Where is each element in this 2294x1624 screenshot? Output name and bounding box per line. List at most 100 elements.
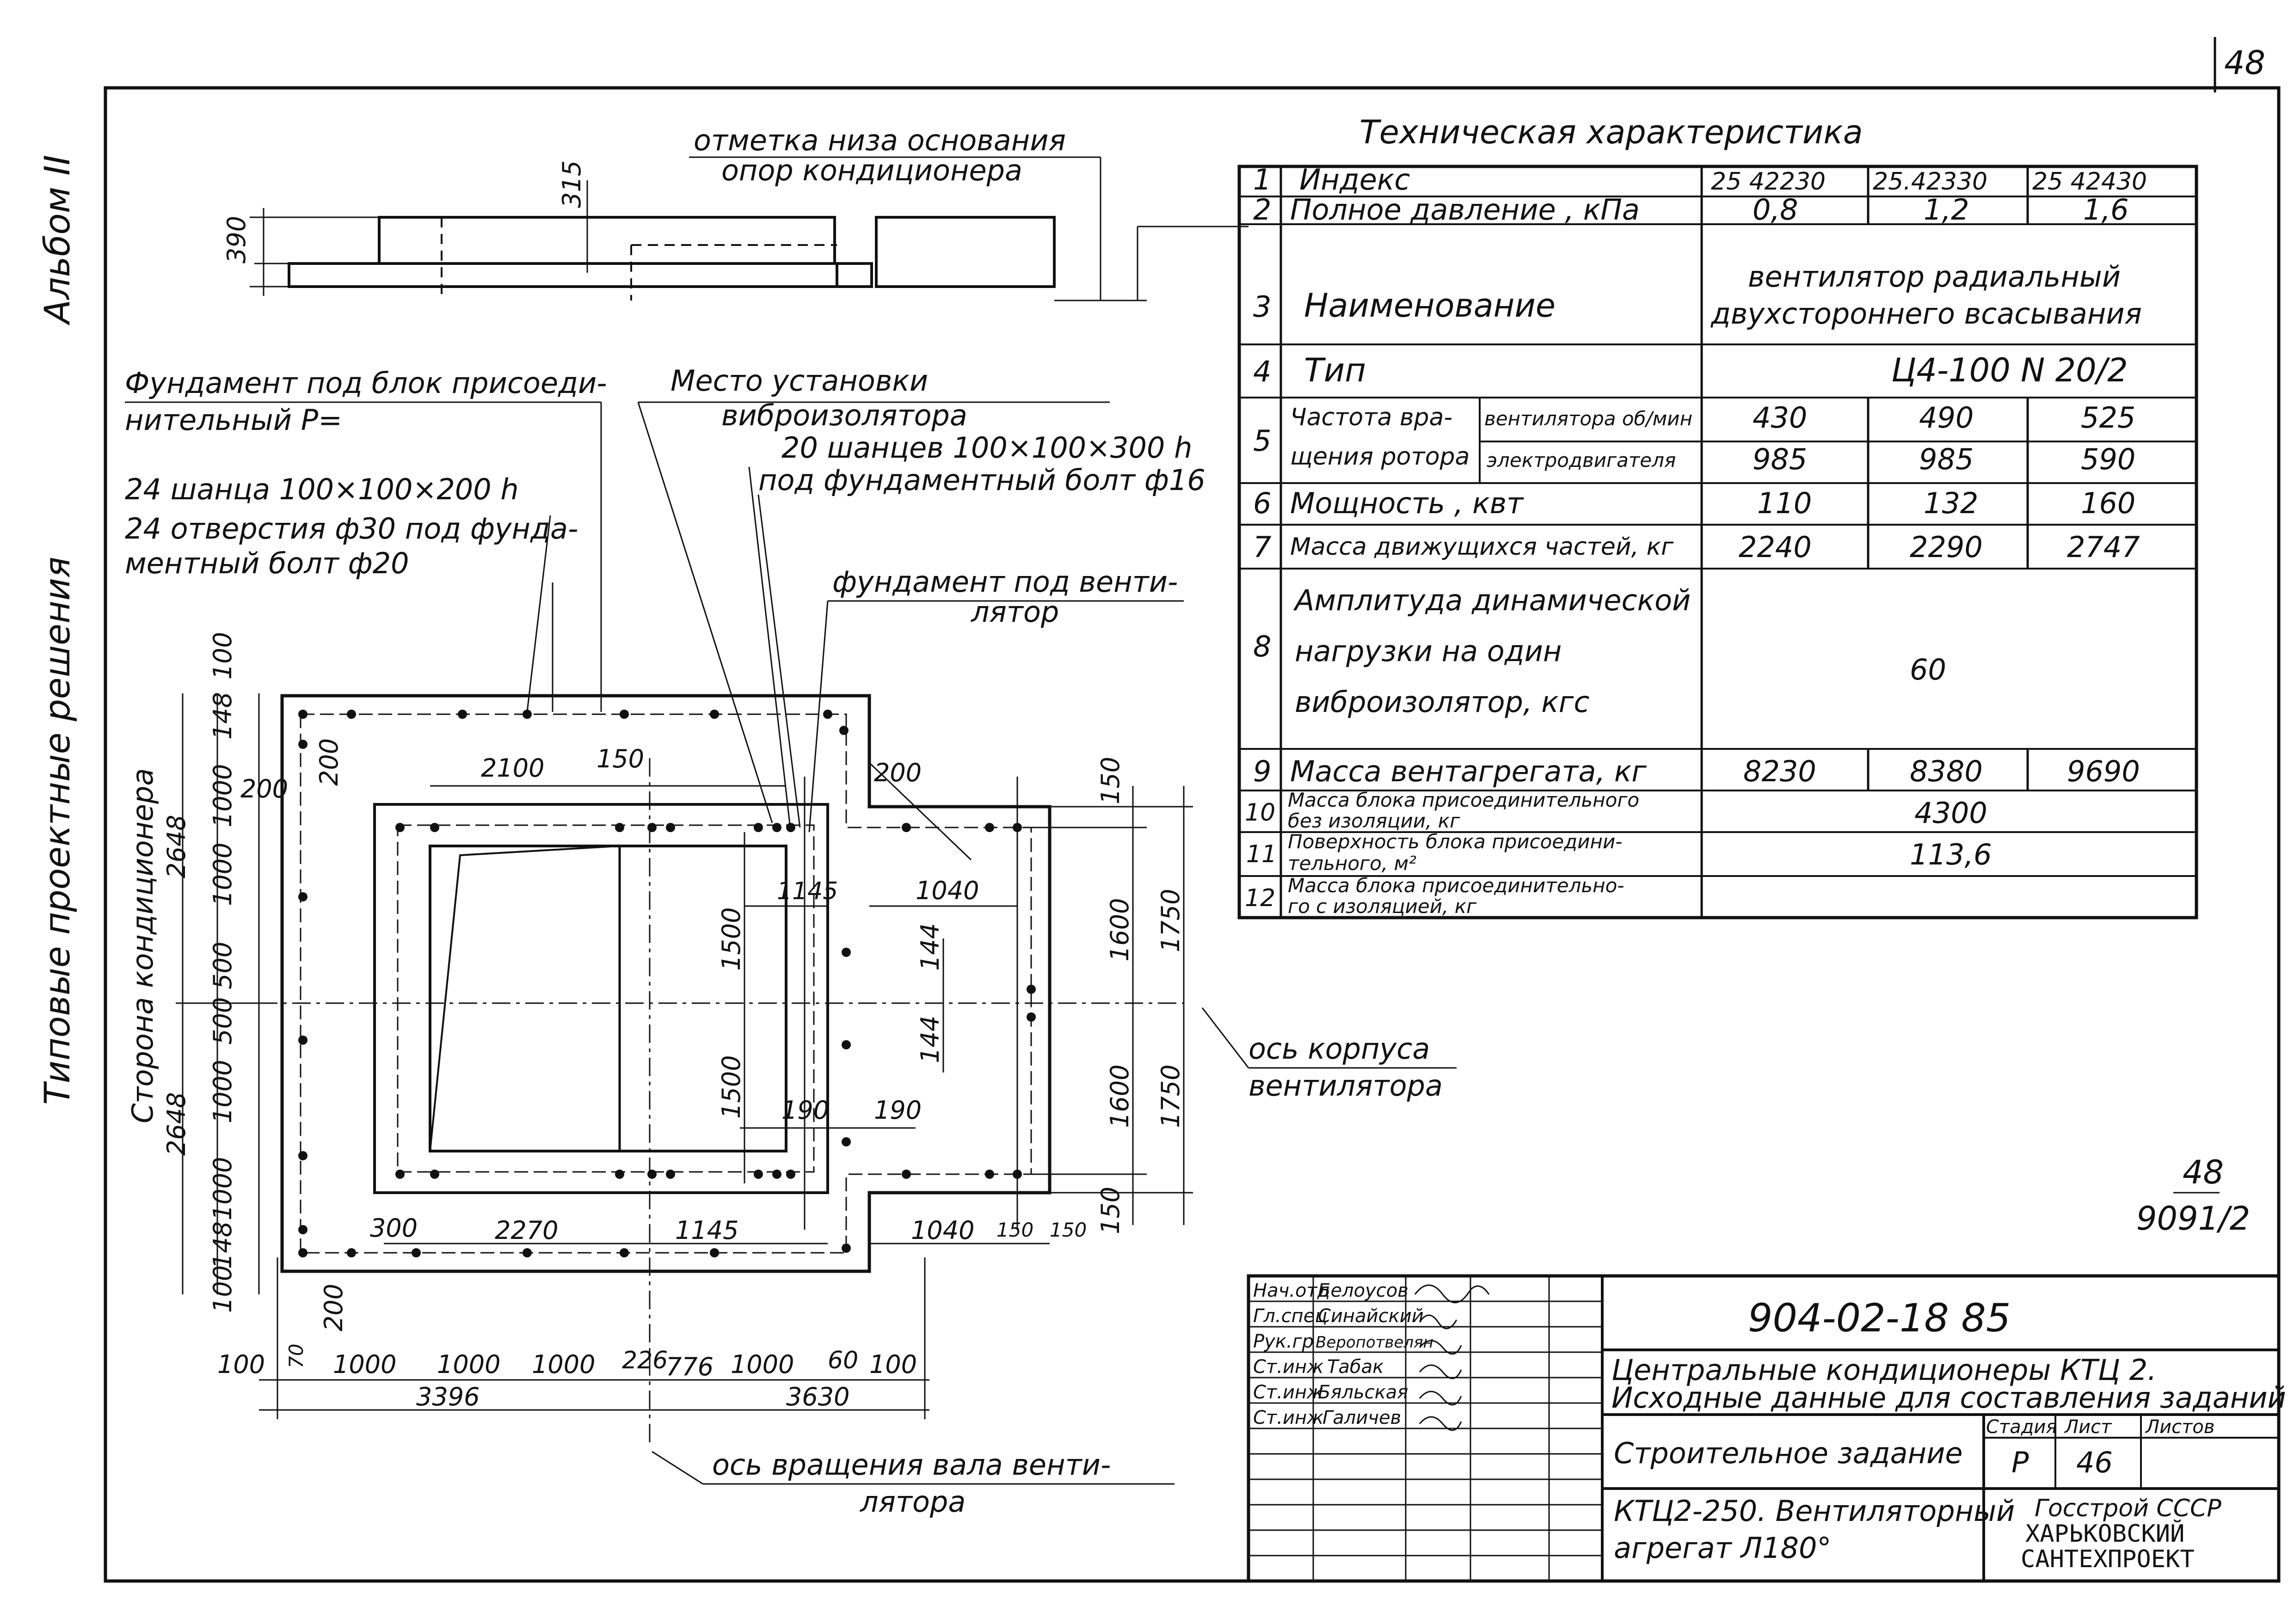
dim-1040-top: 1040	[916, 876, 979, 905]
dim-left-148-bottom: 148	[208, 1221, 237, 1269]
callout-anchors-24: 24 шанца 100×100×200 h	[125, 472, 519, 506]
dim-144-top: 144	[916, 923, 945, 971]
tech-table	[1237, 165, 2198, 919]
dim-2100: 2100	[481, 754, 544, 783]
callout-fan-axis-1: ось корпуса	[1248, 1032, 1430, 1066]
dim-left-148-top: 148	[208, 692, 237, 740]
dim-1500-top: 1500	[717, 907, 746, 971]
row-11-name-1: Поверхность блока присоедини-	[1288, 830, 1622, 853]
dim-base-70: 70	[285, 1344, 308, 1368]
row-8-name-1: Амплитуда динамической	[1293, 583, 1691, 617]
dim-3396: 3396	[416, 1382, 480, 1411]
row-5-b1: 985	[1753, 442, 1807, 476]
row-9-v3: 9690	[2067, 754, 2140, 788]
row-12-number: 12	[1245, 884, 1275, 912]
person-5-name: Бяльская	[1318, 1382, 1408, 1403]
dim-base-60: 60	[828, 1347, 858, 1374]
callout-vibro-place-1: Место установки	[670, 364, 928, 398]
row-3-merged-2: двухстороннего всасывания	[1710, 297, 2142, 331]
row-10-merged: 4300	[1914, 796, 1987, 830]
callout-shaft-axis-2: лятора	[860, 1485, 966, 1519]
row-4-name: Тип	[1304, 351, 1366, 389]
side-label-series: Типовые проектные решения	[37, 557, 78, 1105]
dim-left-1000-d: 1000	[208, 1157, 237, 1220]
project-line-2: Исходные данные для составления заданий	[1611, 1381, 2286, 1415]
row-11-merged: 113,6	[1910, 838, 1992, 871]
row-5-a1: 430	[1753, 401, 1807, 435]
dim-1500-bottom: 1500	[717, 1055, 746, 1119]
row-5-number: 5	[1253, 424, 1271, 458]
dim-150-right-bottom: 150	[1096, 1187, 1125, 1234]
row-9-v2: 8380	[1910, 754, 1983, 788]
callout-bolt-16: под фундаментный болт ф16	[758, 463, 1205, 497]
org-line-2: ХАРЬКОВСКИЙ	[2025, 1520, 2184, 1548]
leader-lines	[125, 401, 1457, 1485]
row-5-a2: 490	[1919, 401, 1974, 435]
sheet-header: Лист	[2064, 1416, 2112, 1438]
dim-150-top: 150	[597, 744, 644, 773]
side-label-album: Альбом II	[37, 155, 78, 326]
callout-foundation-block-1: Фундамент под блок присоеди-	[125, 366, 607, 400]
row-7-name: Масса движущихся частей, кг	[1290, 533, 1674, 561]
org-line-1: Госстрой СССР	[2035, 1495, 2221, 1522]
tech-table-rows: 1 Индекс 25 42230 25.42330 25 42430 2 По…	[1245, 163, 2147, 918]
org-line-3: САНТЕХПРОЕКТ	[2021, 1545, 2195, 1573]
dim-190-left: 190	[781, 1096, 829, 1125]
dim-200-right: 200	[874, 758, 922, 787]
sheet-value: 46	[2076, 1446, 2113, 1479]
row-2-v1: 0,8	[1753, 193, 1798, 227]
callout-shaft-axis-1: ось вращения вала венти-	[712, 1448, 1111, 1482]
dim-1040-bottom: 1040	[911, 1216, 974, 1245]
dim-left-200-side: 200	[240, 774, 288, 803]
row-1-v3: 25 42430	[2032, 168, 2147, 196]
callout-vibro-place-2: виброизолятора	[721, 398, 967, 432]
row-3-number: 3	[1253, 290, 1271, 324]
sheet-ref-top: 48	[2183, 1153, 2224, 1191]
row-2-number: 2	[1253, 193, 1271, 227]
dim-inner-200-top: 200	[314, 738, 344, 786]
dim-1145-bottom: 1145	[675, 1216, 738, 1245]
callout-fan-foundation-1: фундамент под венти-	[832, 565, 1178, 599]
dim-base-226: 226	[622, 1347, 668, 1374]
anchor-bolts	[298, 710, 1036, 1257]
callout-foundation-block-2: нительный Р=	[125, 403, 342, 437]
row-5-a3: 525	[2081, 401, 2135, 435]
dim-base-1000-c: 1000	[532, 1350, 595, 1379]
row-6-number: 6	[1253, 486, 1271, 520]
row-8-name-2: нагрузки на один	[1295, 634, 1562, 668]
stage-value: Р	[2011, 1446, 2029, 1479]
dim-base-100-right: 100	[869, 1350, 917, 1379]
row-8-name-3: виброизолятор, кгс	[1295, 685, 1589, 719]
doc-number: 904-02-18 85	[1748, 1295, 2011, 1341]
person-6-name: Галичев	[1322, 1407, 1401, 1428]
page-number: 48	[2224, 44, 2265, 82]
drawing-title-2: агрегат Л180°	[1614, 1531, 1831, 1565]
elevation-note-2: опор кондиционера	[721, 153, 1022, 187]
row-10-number: 10	[1245, 799, 1275, 827]
row-8-number: 8	[1253, 630, 1271, 663]
row-11-name-2: тельного, м²	[1288, 852, 1416, 875]
row-1-v2: 25.42330	[1873, 168, 1987, 196]
row-3-name: Наименование	[1304, 287, 1556, 325]
dim-left-2648-bottom: 2648	[162, 1092, 191, 1156]
person-4-role: Ст.инж	[1253, 1356, 1323, 1378]
person-1-role: Нач.отд	[1253, 1280, 1330, 1301]
row-6-v3: 160	[2081, 486, 2135, 520]
row-2-v2: 1,2	[1924, 193, 1969, 227]
dim-1750-right-bottom: 1750	[1156, 1065, 1185, 1128]
dim-base-1000-d: 1000	[731, 1350, 794, 1379]
tech-table-title: Техническая характеристика	[1359, 113, 1863, 151]
dim-base-100-left: 100	[217, 1350, 265, 1379]
elevation-dim-390: 390	[222, 216, 251, 264]
dim-3630: 3630	[786, 1382, 849, 1411]
row-7-v3: 2747	[2067, 530, 2140, 564]
row-7-v2: 2290	[1910, 530, 1983, 564]
project-line-1: Центральные кондиционеры КТЦ 2.	[1611, 1353, 2157, 1387]
person-2-role: Гл.спец	[1253, 1305, 1328, 1327]
callout-fan-foundation-2: лятор	[971, 595, 1059, 629]
row-12-name-2: го с изоляцией, кг	[1288, 895, 1477, 918]
dim-144-bottom: 144	[916, 1016, 945, 1063]
dim-left-100-bottom: 100	[208, 1265, 237, 1313]
stage-header: Стадия	[1986, 1416, 2057, 1438]
